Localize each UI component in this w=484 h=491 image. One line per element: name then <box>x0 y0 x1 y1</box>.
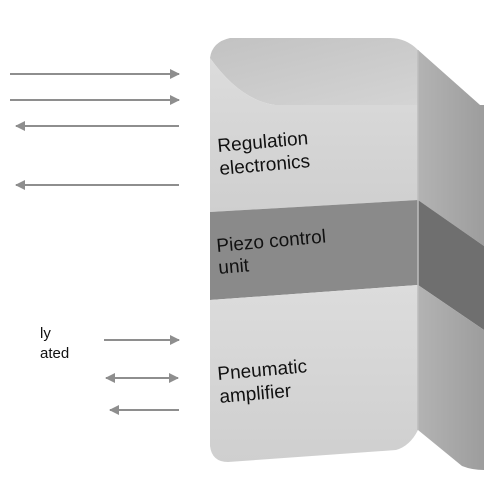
regulation-electronics-label: Regulation electronics <box>217 128 317 180</box>
left-label-ly: ly <box>40 325 51 342</box>
box-front-band <box>210 200 418 300</box>
left-label-ated: ated <box>40 345 69 362</box>
signal-arrows <box>10 69 180 415</box>
left-labels: ly ated <box>40 325 69 362</box>
box-side-band <box>418 200 484 330</box>
box-top-face <box>210 38 480 105</box>
box-side-upper <box>418 50 484 246</box>
svg-text:Regulation electronics: Regulation electronics <box>217 128 317 180</box>
piezo-label-line-2: unit <box>218 255 251 279</box>
box-front-upper <box>210 58 418 212</box>
box-side-lower <box>418 285 484 470</box>
box-front-lower <box>210 285 418 462</box>
